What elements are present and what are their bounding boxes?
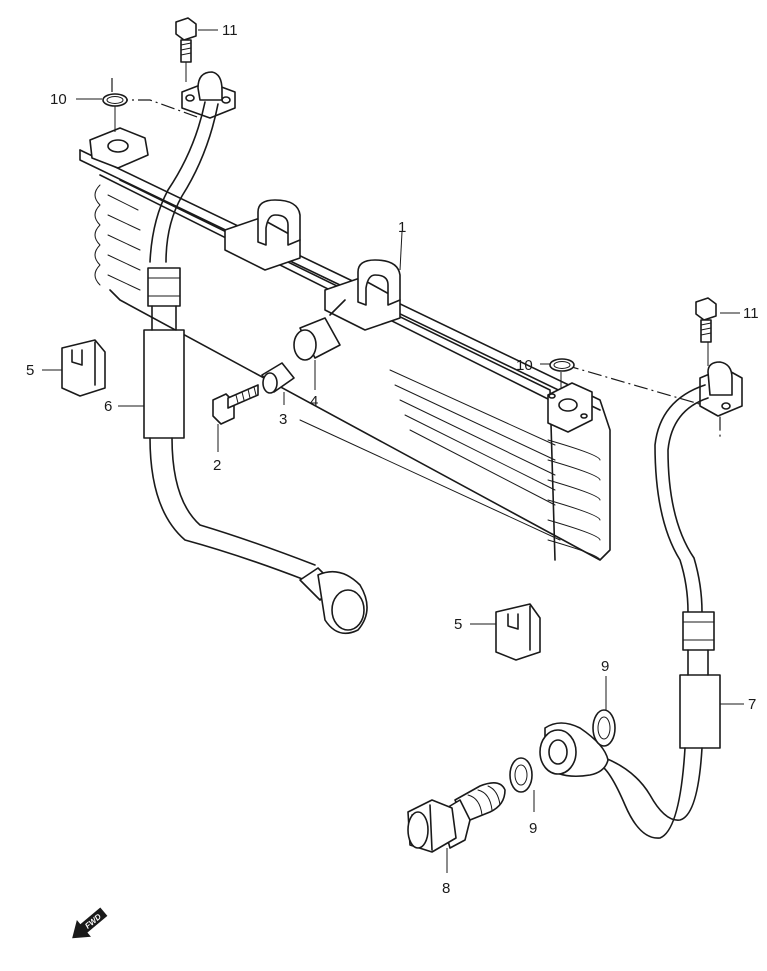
o-ring-10-left [102,93,128,107]
callout-2: 2 [213,457,221,474]
hose-clamp-5-right [495,603,541,661]
callout-7: 7 [748,696,756,713]
callout-8: 8 [442,880,450,897]
flange-bolt-11-top [175,17,197,63]
grommet-cushion-4 [293,299,346,361]
callout-11-top: 11 [222,22,238,39]
callout-9-upper: 9 [601,658,609,675]
callout-10-left: 10 [50,91,67,108]
callout-11-right: 11 [743,305,759,322]
callout-3: 3 [279,411,287,428]
flange-bolt-11-right [695,297,717,343]
o-ring-10-right [549,358,575,372]
oil-cooler-core [79,78,721,561]
callout-4: 4 [310,393,318,410]
callout-9-lower: 9 [529,820,537,837]
gasket-washer-9-lower [509,757,533,793]
callout-5-left: 5 [26,362,34,379]
forward-direction-arrow-icon: FWD [72,907,108,939]
hose-clamp-5-left [61,339,106,397]
mount-bolt-2 [212,384,259,425]
oil-cooler-hose-left [143,71,368,635]
oil-cooler-hose-right [539,361,743,839]
callout-1: 1 [398,219,406,236]
gasket-washer-9-upper [592,709,616,747]
callout-6: 6 [104,398,112,415]
callout-labels: 1 2 3 4 5 5 6 7 8 9 9 10 10 11 11 [26,22,759,897]
spacer-collar-3 [261,362,295,394]
callout-5-right: 5 [454,616,462,633]
callout-10-right: 10 [516,357,533,374]
union-bolt-8 [407,782,506,853]
leader-lines [42,29,744,873]
